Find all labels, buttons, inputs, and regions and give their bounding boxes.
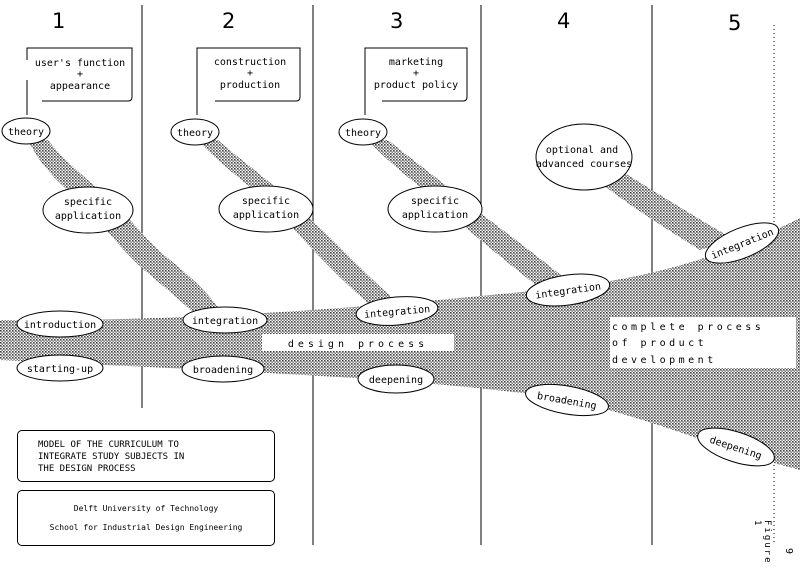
svg-text:theory: theory <box>345 128 381 139</box>
diagram-title-box: MODEL OF THE CURRICULUM TO INTEGRATE STU… <box>17 430 275 482</box>
specific-application-node-2: specific application <box>218 185 314 233</box>
svg-text:specific: specific <box>64 197 112 208</box>
svg-text:+: + <box>77 69 83 80</box>
svg-text:broadening: broadening <box>193 365 253 376</box>
institution-name: Delft University of Technology <box>73 504 219 513</box>
svg-text:production: production <box>220 80 280 91</box>
svg-text:specific: specific <box>411 196 459 207</box>
theory-node-2: theory <box>170 118 220 146</box>
svg-text:complete process: complete process <box>612 322 764 333</box>
title-line: MODEL OF THE CURRICULUM TO <box>38 440 179 450</box>
stage-number: 4 <box>557 9 570 33</box>
optional-courses-node: optional and advanced courses <box>535 123 633 191</box>
svg-text:application: application <box>233 210 299 221</box>
specific-application-node-3: specific application <box>387 185 483 233</box>
svg-text:theory: theory <box>8 127 44 138</box>
topic-box-2: construction + production <box>196 47 301 115</box>
page-number: 9 <box>783 548 794 554</box>
design-process-label: design process <box>262 334 454 351</box>
svg-text:construction: construction <box>214 57 286 68</box>
svg-text:marketing: marketing <box>389 57 443 68</box>
integration-node-3: integration <box>355 296 439 326</box>
stage-number: 2 <box>222 9 235 33</box>
svg-text:+: + <box>247 68 253 79</box>
stage-number: 3 <box>390 9 403 33</box>
topic-box-1: user's function + appearance <box>26 47 133 115</box>
topic-box-3: marketing + product policy <box>364 47 468 115</box>
stage-number: 5 <box>728 11 741 35</box>
integration-node-2: integration <box>182 306 268 334</box>
stage-number: 1 <box>52 9 65 33</box>
svg-text:product policy: product policy <box>374 80 458 91</box>
theory-node-1: theory <box>1 117 51 145</box>
stream-4 <box>585 170 735 250</box>
specific-application-node-1: specific application <box>42 186 134 234</box>
svg-text:application: application <box>402 210 468 221</box>
svg-text:theory: theory <box>177 128 213 139</box>
svg-text:specific: specific <box>242 196 290 207</box>
svg-text:design process: design process <box>288 339 428 350</box>
svg-text:optional and: optional and <box>546 145 618 156</box>
starting-up-node: starting-up <box>16 354 104 382</box>
svg-text:development: development <box>612 355 717 366</box>
svg-text:starting-up: starting-up <box>27 364 93 375</box>
svg-text:advanced courses: advanced courses <box>536 159 632 170</box>
institution-box: Delft University of Technology School fo… <box>17 490 275 546</box>
school-name: School for Industrial Design Engineering <box>49 523 243 532</box>
stream-1 <box>28 140 225 320</box>
svg-text:introduction: introduction <box>24 320 96 331</box>
introduction-node: introduction <box>16 310 104 338</box>
theory-node-3: theory <box>338 118 388 146</box>
svg-text:integration: integration <box>192 316 258 327</box>
svg-text:application: application <box>55 211 121 222</box>
complete-process-label: complete process of product development <box>610 317 796 368</box>
integration-node-4: integration <box>525 273 611 307</box>
deepening-node-3: deepening <box>357 364 435 394</box>
title-line: INTEGRATE STUDY SUBJECTS IN <box>38 452 185 462</box>
svg-text:appearance: appearance <box>50 81 110 92</box>
svg-text:user's function: user's function <box>35 58 125 69</box>
title-line: THE DESIGN PROCESS <box>38 464 136 474</box>
broadening-node-2: broadening <box>181 355 265 383</box>
svg-text:of product: of product <box>612 338 707 349</box>
svg-text:deepening: deepening <box>369 375 423 386</box>
broadening-node-4: broadening <box>525 383 609 417</box>
figure-label: Figure 1 <box>752 520 772 565</box>
svg-text:+: + <box>413 68 419 79</box>
